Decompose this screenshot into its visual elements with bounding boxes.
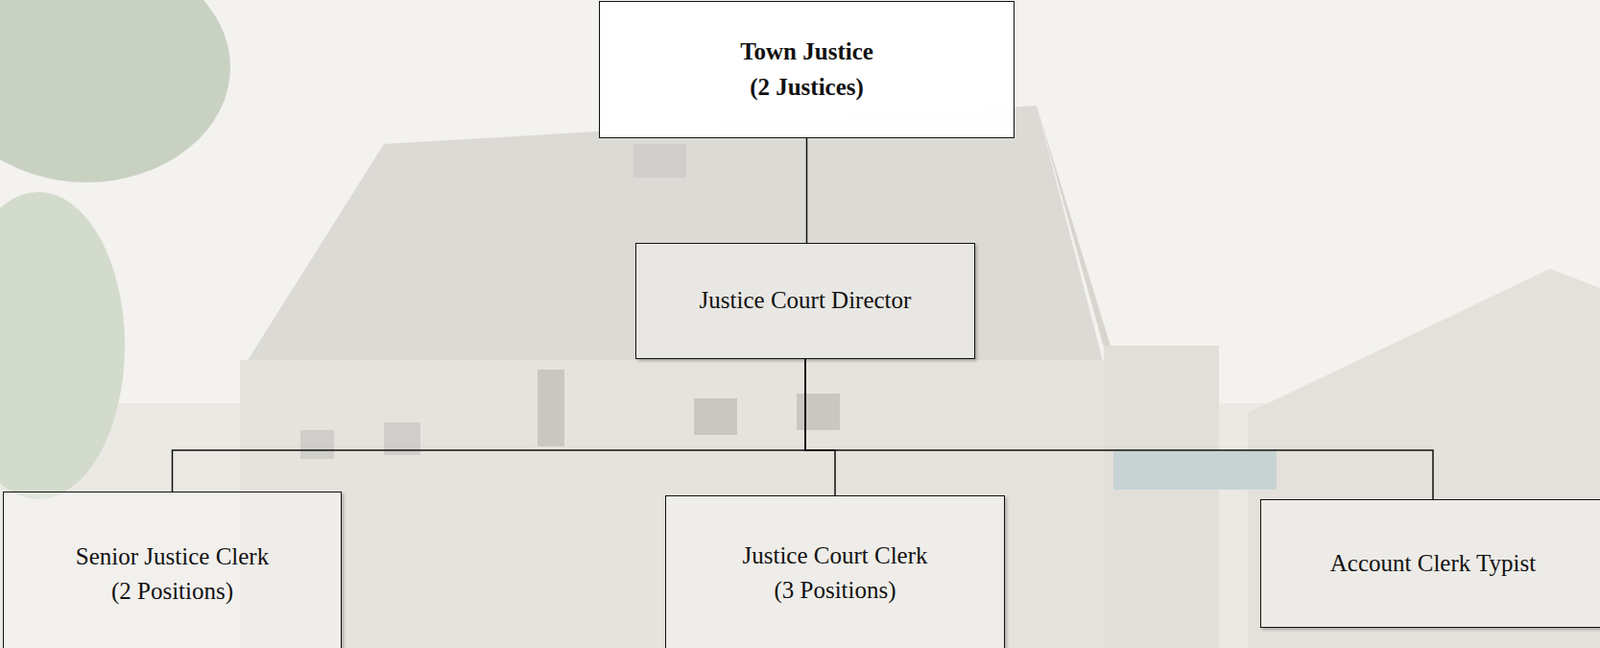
chimney (633, 143, 687, 178)
position-count: (3 Positions) (773, 573, 896, 608)
position-count: (2 Positions) (111, 573, 234, 609)
reporting-line (805, 358, 1433, 500)
role-title: Account Clerk Typist (1330, 546, 1536, 581)
role-title: Senior Justice Clerk (75, 539, 269, 574)
tree-foliage (0, 191, 125, 500)
reporting-line (172, 358, 807, 492)
window (796, 393, 840, 430)
glass-canopy (1113, 451, 1277, 490)
position-count: (2 Justices) (749, 70, 864, 105)
tree-foliage (0, 0, 231, 183)
window (693, 398, 738, 435)
role-title: Justice Court Director (699, 283, 912, 318)
reporting-line (806, 138, 809, 243)
staff-box: Senior Justice Clerk(2 Positions) (2, 491, 342, 648)
executive-box: Town Justice(2 Justices) (598, 0, 1015, 139)
staff-box: Account Clerk Typist (1260, 499, 1600, 628)
reporting-line (805, 358, 836, 496)
window (300, 429, 335, 459)
role-title: Justice Court Clerk (741, 538, 928, 574)
role-title: Town Justice (740, 34, 874, 70)
roof (244, 105, 1104, 365)
window (537, 369, 565, 447)
side-wing (1103, 345, 1219, 648)
gable-edge (1036, 105, 1114, 648)
staff-box: Justice Court Clerk(3 Positions) (665, 495, 1005, 648)
director-box: Justice Court Director (635, 242, 976, 359)
